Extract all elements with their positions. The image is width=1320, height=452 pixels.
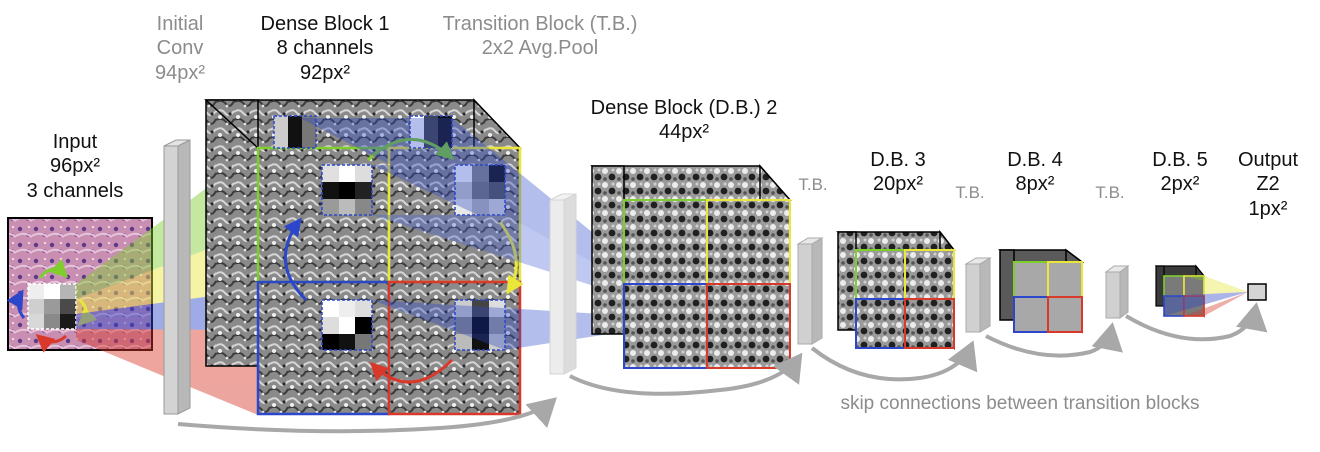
output-label-line3: 1px² [1248,197,1288,220]
output-label-line1: Output [1237,149,1299,171]
dense-block-1-label-line1: Dense Block 1 [260,13,390,35]
tb-label-3: T.B. [1095,183,1125,202]
db5-label-line1: D.B. 5 [1152,149,1208,171]
initial-conv-slab [163,139,191,415]
dense-block-5-cube [1154,264,1206,318]
skip-arrow-5 [1124,302,1268,342]
output-label: Output Z2 1px² [1222,148,1314,221]
db5-to-output-projection [1164,276,1248,316]
dense-block-2-label-line1: Dense Block (D.B.) 2 [590,97,778,119]
db4-label: D.B. 4 8px² [990,148,1080,197]
initial-conv-label-line1: Initial [156,13,204,35]
db1-kernel-green [321,164,373,216]
db1-kernel-blue [321,299,373,351]
db3-label: D.B. 3 20px² [848,148,948,197]
transition-block-label-line2: 2x2 Avg.Pool [481,37,599,60]
db4-label-line1: D.B. 4 [1007,149,1063,171]
skip-connection-arrows [177,302,1268,434]
transition-slab-3 [964,257,992,333]
db1-back-kernel-left [273,115,317,149]
transition-slab-4 [1104,265,1130,319]
db5-label-line2: 2px² [1160,173,1200,196]
db1-kernel-yellow [454,164,506,216]
transition-block-label: Transition Block (T.B.) 2x2 Avg.Pool [420,12,660,61]
input-label-line1: Input [52,131,98,153]
initial-conv-label-line2: Conv [156,37,204,60]
db3-label-line1: D.B. 3 [870,149,926,171]
dense-block-1-label-line2: 8 channels [276,37,374,60]
input-image [6,217,153,353]
output-label-line2: Z2 [1256,173,1280,196]
transition-block-label-line1: Transition Block (T.B.) [442,13,638,35]
initial-conv-label-line3: 94px² [154,61,206,84]
dense-block-2-label: Dense Block (D.B.) 2 44px² [566,96,802,145]
dense-block-1-cube [204,98,524,416]
db1-arrow-blue [283,217,308,302]
skip-connections-caption: skip connections between transition bloc… [840,393,1200,414]
initial-conv-label: Initial Conv 94px² [130,12,230,85]
dense-block-1-label: Dense Block 1 8 channels 92px² [240,12,410,85]
dense-block-2-label-line2: 44px² [658,121,710,144]
db1-arrow-green [366,138,455,162]
skip-arrow-1 [177,397,557,434]
dense-block-4-cube [997,248,1085,334]
skip-arrow-4 [985,322,1123,358]
skip-arrow-2 [569,352,803,396]
db5-label: D.B. 5 2px² [1135,148,1225,197]
dense-block-1-label-line3: 92px² [299,61,351,84]
db4-label-line2: 8px² [1015,173,1055,196]
tb-label-1: T.B. [798,175,828,194]
input-label-line2: 96px² [49,155,101,178]
db3-label-line2: 20px² [872,173,924,196]
db1-arrow-red [369,358,454,384]
skip-arrow-3 [810,340,978,382]
db1-kernel-red [454,299,506,351]
input-kernel [27,283,77,330]
input-label: Input 96px² 3 channels [10,130,140,203]
tb-label-2: T.B. [955,183,985,202]
transition-slab-2 [796,237,824,345]
output-pixel [1247,283,1267,301]
input-label-line3: 3 channels [26,179,124,202]
dense-block-3-cube [836,229,956,351]
db1-arrow-yellow [498,221,524,295]
dense-block-2-cube [590,164,792,370]
transition-slab-1 [549,193,577,375]
